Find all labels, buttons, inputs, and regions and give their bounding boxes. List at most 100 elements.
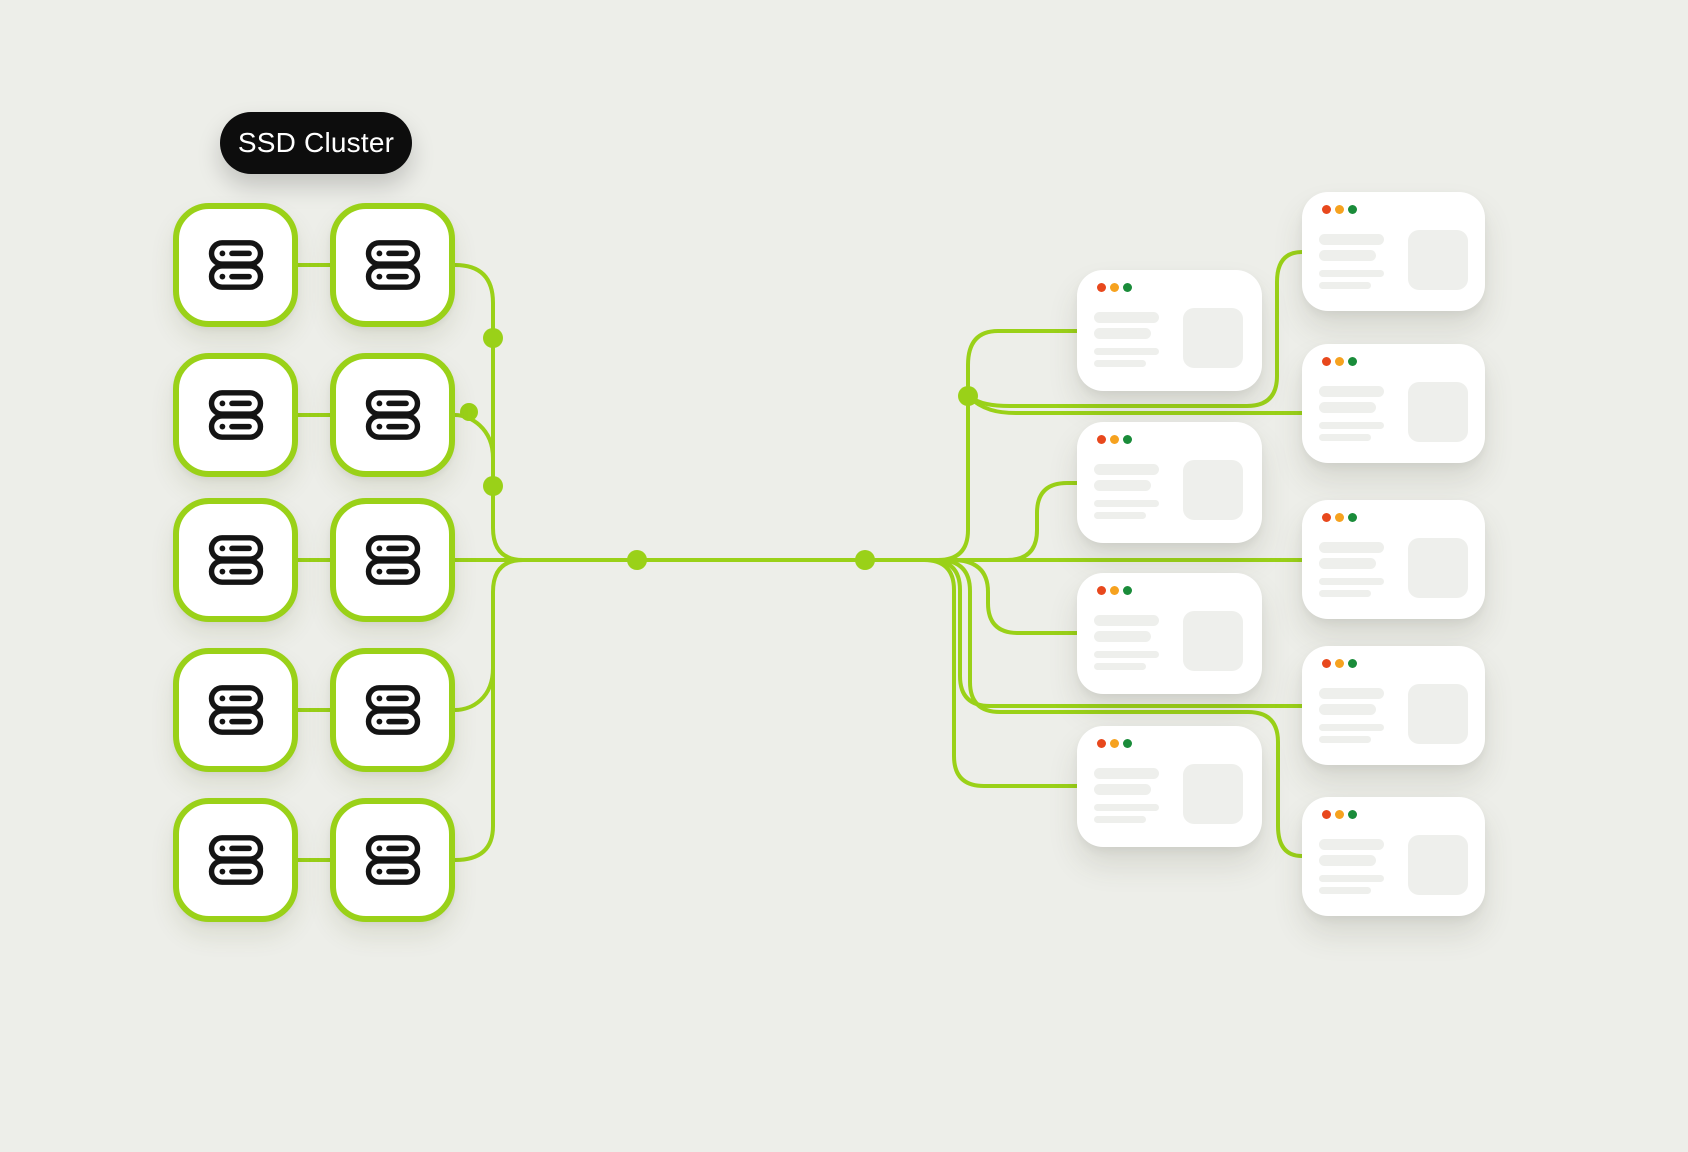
window-dot-green-icon bbox=[1123, 739, 1132, 748]
browser-card bbox=[1077, 726, 1262, 847]
junction-dot bbox=[483, 328, 503, 348]
window-dot-red-icon bbox=[1322, 659, 1331, 668]
skeleton-image-placeholder bbox=[1408, 230, 1468, 290]
skeleton-line bbox=[1319, 542, 1384, 553]
window-dot-orange-icon bbox=[1110, 739, 1119, 748]
skeleton-line bbox=[1094, 464, 1159, 475]
server-node bbox=[173, 648, 298, 772]
window-dots bbox=[1322, 810, 1357, 819]
skeleton-line bbox=[1094, 500, 1159, 507]
window-dot-green-icon bbox=[1348, 810, 1357, 819]
browser-card bbox=[1302, 344, 1485, 463]
skeleton-line bbox=[1319, 887, 1371, 894]
browser-card bbox=[1302, 192, 1485, 311]
skeleton-line bbox=[1094, 615, 1159, 626]
server-stack-icon bbox=[208, 240, 263, 290]
window-dots bbox=[1322, 205, 1357, 214]
skeleton-line bbox=[1319, 688, 1384, 699]
window-dot-green-icon bbox=[1348, 659, 1357, 668]
browser-card bbox=[1077, 573, 1262, 694]
window-dot-orange-icon bbox=[1335, 513, 1344, 522]
browser-card bbox=[1302, 797, 1485, 916]
junction-dot bbox=[855, 550, 875, 570]
skeleton-line bbox=[1094, 816, 1146, 823]
skeleton-line bbox=[1094, 768, 1159, 779]
skeleton-image-placeholder bbox=[1408, 684, 1468, 744]
skeleton-image-placeholder bbox=[1183, 611, 1243, 671]
server-stack-icon bbox=[208, 835, 263, 885]
skeleton-image-placeholder bbox=[1183, 308, 1243, 368]
window-dot-green-icon bbox=[1123, 283, 1132, 292]
server-node bbox=[173, 498, 298, 622]
window-dots bbox=[1097, 435, 1132, 444]
window-dot-orange-icon bbox=[1335, 810, 1344, 819]
window-dot-orange-icon bbox=[1335, 357, 1344, 366]
skeleton-line bbox=[1319, 402, 1376, 413]
skeleton-line bbox=[1094, 480, 1151, 491]
server-node bbox=[330, 203, 455, 327]
skeleton-line bbox=[1094, 512, 1146, 519]
skeleton-line bbox=[1319, 422, 1384, 429]
window-dots bbox=[1097, 283, 1132, 292]
server-node bbox=[330, 353, 455, 477]
skeleton-line bbox=[1094, 631, 1151, 642]
window-dot-red-icon bbox=[1097, 283, 1106, 292]
skeleton-line bbox=[1094, 663, 1146, 670]
window-dot-orange-icon bbox=[1110, 586, 1119, 595]
window-dot-red-icon bbox=[1097, 586, 1106, 595]
cluster-label-pill: SSD Cluster bbox=[220, 112, 412, 174]
edge-to-mid-card-3 bbox=[951, 558, 1077, 635]
edge-row2-bus bbox=[454, 413, 495, 459]
server-stack-icon bbox=[365, 535, 420, 585]
skeleton-image-placeholder bbox=[1408, 538, 1468, 598]
skeleton-line bbox=[1094, 651, 1159, 658]
window-dot-green-icon bbox=[1348, 357, 1357, 366]
window-dots bbox=[1322, 513, 1357, 522]
skeleton-line bbox=[1094, 804, 1159, 811]
skeleton-line bbox=[1319, 578, 1384, 585]
server-node bbox=[173, 203, 298, 327]
window-dots bbox=[1097, 586, 1132, 595]
window-dot-green-icon bbox=[1348, 513, 1357, 522]
window-dot-red-icon bbox=[1322, 513, 1331, 522]
server-stack-icon bbox=[208, 685, 263, 735]
edge-to-right-card-5 bbox=[939, 558, 1303, 858]
skeleton-line bbox=[1319, 875, 1384, 882]
edge-row5-bus bbox=[454, 558, 524, 862]
window-dot-green-icon bbox=[1123, 586, 1132, 595]
skeleton-line bbox=[1319, 839, 1384, 850]
server-node bbox=[330, 648, 455, 772]
skeleton-line bbox=[1094, 360, 1146, 367]
window-dot-red-icon bbox=[1097, 739, 1106, 748]
skeleton-line bbox=[1319, 234, 1384, 245]
browser-card bbox=[1077, 422, 1262, 543]
skeleton-line bbox=[1319, 558, 1376, 569]
junction-dot bbox=[958, 386, 978, 406]
server-stack-icon bbox=[365, 240, 420, 290]
server-node bbox=[330, 498, 455, 622]
window-dot-orange-icon bbox=[1335, 205, 1344, 214]
skeleton-line bbox=[1319, 270, 1384, 277]
edge-to-mid-card-2 bbox=[975, 481, 1077, 562]
server-stack-icon bbox=[208, 390, 263, 440]
server-stack-icon bbox=[208, 535, 263, 585]
skeleton-line bbox=[1319, 724, 1384, 731]
skeleton-line bbox=[1319, 704, 1376, 715]
server-node bbox=[330, 798, 455, 922]
server-stack-icon bbox=[365, 390, 420, 440]
skeleton-image-placeholder bbox=[1408, 382, 1468, 442]
junction-dot bbox=[483, 476, 503, 496]
window-dot-orange-icon bbox=[1335, 659, 1344, 668]
window-dot-red-icon bbox=[1097, 435, 1106, 444]
skeleton-line bbox=[1319, 434, 1371, 441]
skeleton-image-placeholder bbox=[1408, 835, 1468, 895]
junction-dot bbox=[460, 403, 478, 421]
skeleton-line bbox=[1094, 312, 1159, 323]
window-dot-red-icon bbox=[1322, 205, 1331, 214]
skeleton-line bbox=[1319, 282, 1371, 289]
edge-to-mid-card-4 bbox=[923, 558, 1077, 788]
window-dot-green-icon bbox=[1123, 435, 1132, 444]
window-dot-orange-icon bbox=[1110, 435, 1119, 444]
